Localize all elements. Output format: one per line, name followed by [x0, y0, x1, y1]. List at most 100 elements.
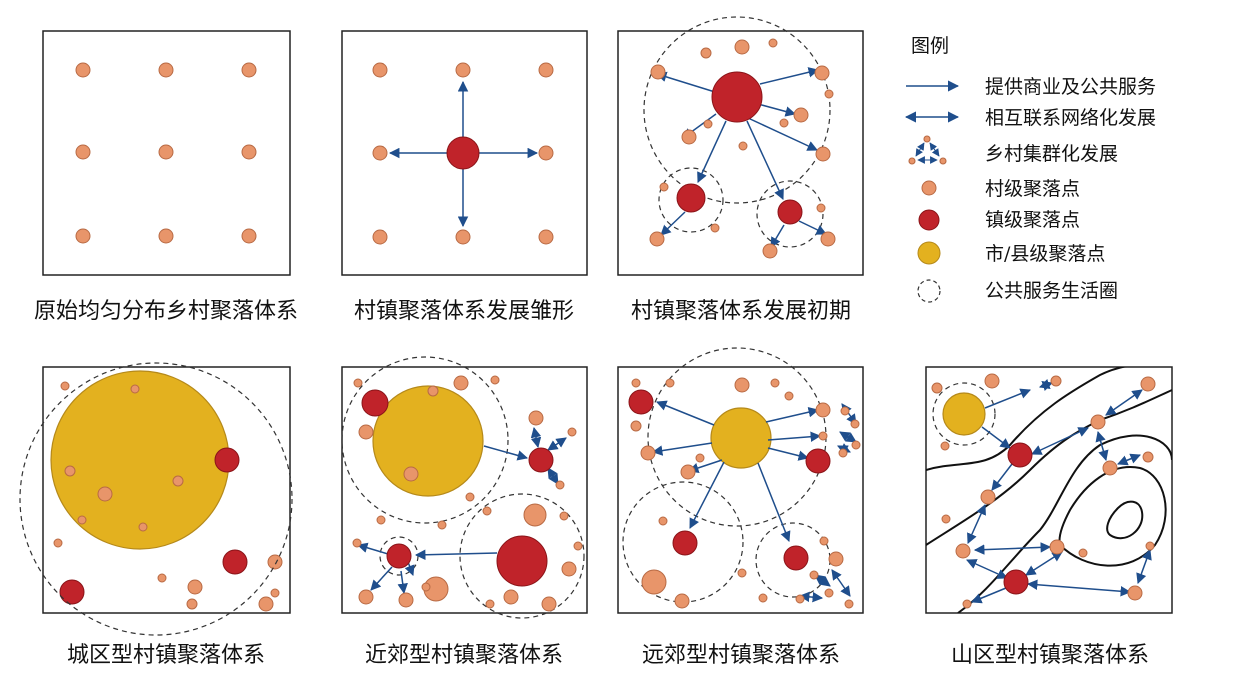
village-settlement — [814, 65, 830, 81]
village-settlement — [659, 182, 669, 192]
village-settlement — [941, 514, 951, 524]
service-arrow — [656, 400, 715, 426]
village-settlement — [353, 378, 363, 388]
town-settlement — [805, 448, 831, 474]
dashed-circle-icon — [917, 279, 941, 303]
village-settlement — [241, 144, 257, 160]
village-settlement — [97, 486, 113, 502]
service-arrow — [759, 67, 820, 85]
network-arrow — [1026, 579, 1132, 597]
town-settlement — [59, 579, 85, 605]
panel-mountain-system: 山区型村镇聚落体系 — [925, 366, 1173, 668]
village-settlement — [490, 375, 500, 385]
village-settlement — [352, 538, 362, 548]
service-arrow — [757, 103, 797, 117]
city-dot-icon — [917, 241, 941, 265]
service-arrow — [746, 120, 784, 200]
village-settlement — [358, 424, 374, 440]
town-settlement — [446, 136, 480, 170]
village-settlement — [376, 515, 386, 525]
town-settlement — [783, 545, 809, 571]
village-settlement — [1049, 539, 1065, 555]
village-settlement — [465, 492, 475, 502]
network-arrow — [1136, 549, 1152, 584]
legend-label: 公共服务生活圈 — [985, 280, 1118, 302]
village-settlement — [838, 448, 848, 458]
village-settlement — [75, 62, 91, 78]
village-settlement — [258, 596, 274, 612]
village-settlement — [980, 489, 996, 505]
legend-label: 镇级聚落点 — [985, 209, 1080, 231]
village-settlement — [1102, 460, 1118, 476]
village-settlement — [538, 145, 554, 161]
village-settlement — [824, 89, 834, 99]
network-arrow — [1031, 427, 1089, 455]
village-settlement — [372, 229, 388, 245]
village-settlement — [403, 466, 419, 482]
village-settlement — [455, 62, 471, 78]
network-arrow — [1117, 453, 1141, 466]
service-arrow — [697, 120, 727, 183]
village-settlement — [1140, 376, 1156, 392]
panel-suburban-system: 近郊型村镇聚落体系 — [341, 356, 588, 668]
village-settlement — [703, 119, 713, 129]
village-settlement — [815, 402, 831, 418]
town-settlement — [222, 549, 248, 575]
town-settlement — [711, 71, 763, 123]
village-settlement — [818, 431, 828, 441]
legend: 图例 提供商业及公共服务 相互联系网络化发展 乡村集群化发展 村级聚落点 镇级聚… — [904, 35, 1156, 303]
village-settlement — [60, 381, 70, 391]
service-arrow — [483, 445, 529, 461]
service-circle — [459, 493, 585, 619]
service-arrow — [991, 463, 1013, 491]
panel-caption: 近郊型村镇聚落体系 — [365, 643, 563, 668]
town-settlement — [777, 199, 803, 225]
network-arrow — [839, 431, 857, 443]
panel-caption: 村镇聚落体系发展雏形 — [354, 299, 574, 324]
village-settlement — [768, 38, 778, 48]
village-settlement — [784, 391, 794, 401]
village-settlement — [172, 475, 184, 487]
village-settlement — [816, 203, 826, 213]
service-arrow — [798, 220, 827, 235]
village-settlement — [158, 228, 174, 244]
service-arrow — [660, 211, 686, 236]
network-arrow — [966, 559, 1008, 579]
village-settlement — [455, 229, 471, 245]
village-settlement — [503, 589, 519, 605]
network-arrow — [967, 504, 986, 544]
service-arrow — [757, 462, 791, 542]
village-settlement — [770, 378, 780, 388]
village-settlement — [130, 384, 140, 394]
service-arrow — [397, 570, 408, 595]
service-arrow — [767, 431, 822, 442]
service-arrow — [984, 388, 1031, 409]
service-arrow — [356, 542, 389, 555]
village-settlement — [437, 520, 447, 530]
town-settlement — [1003, 569, 1029, 595]
village-settlement — [1145, 541, 1155, 551]
town-settlement — [676, 183, 706, 213]
network-arrow — [973, 542, 1052, 555]
village-settlement — [820, 231, 836, 247]
village-settlement — [555, 480, 565, 490]
village-settlement — [828, 551, 844, 567]
village-settlement — [187, 579, 203, 595]
legend-title: 图例 — [911, 35, 949, 57]
city-settlement — [942, 392, 986, 436]
village-settlement — [398, 592, 414, 608]
service-arrow — [971, 587, 1007, 604]
village-settlement — [955, 543, 971, 559]
village-settlement — [77, 515, 87, 525]
village-settlement — [850, 419, 860, 429]
village-settlement — [793, 107, 809, 123]
network-arrow — [547, 467, 559, 485]
network-arrow — [1105, 389, 1143, 416]
service-circle — [658, 167, 724, 233]
village-settlement — [75, 228, 91, 244]
village-settlement — [734, 377, 750, 393]
panel-uniform-villages: 原始均匀分布乡村聚落体系 — [34, 30, 298, 324]
village-settlement — [641, 569, 667, 595]
city-settlement — [372, 385, 484, 497]
village-settlement — [372, 145, 388, 161]
